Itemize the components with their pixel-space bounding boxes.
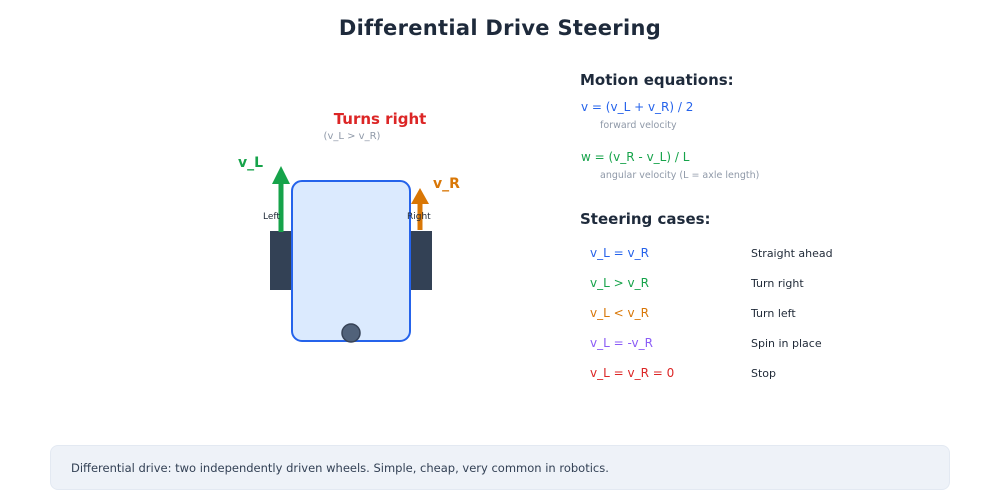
robot-body	[291, 180, 411, 342]
equation-note: angular velocity (L = axle length)	[600, 170, 760, 181]
right-velocity-label: v_R	[433, 176, 460, 192]
steering-case-result: Straight ahead	[751, 247, 833, 260]
diagram-caption-sub: (v_L > v_R)	[323, 131, 381, 142]
steering-case-result: Spin in place	[751, 337, 822, 350]
steering-case-condition: v_L < v_R	[590, 306, 649, 320]
footer-note-text: Differential drive: two independently dr…	[71, 460, 609, 475]
steering-case-condition: v_L > v_R	[590, 276, 649, 290]
robot-diagram	[270, 166, 432, 343]
steering-case-condition: v_L = v_R	[590, 246, 649, 260]
right-wheel-label: Right	[407, 212, 431, 222]
right-velocity-arrow	[411, 188, 429, 230]
steering-case-condition: v_L = v_R = 0	[590, 366, 675, 380]
steering-case-result: Stop	[751, 367, 777, 380]
page-title: Differential Drive Steering	[338, 16, 662, 40]
left-wheel-label: Left	[263, 212, 280, 222]
equation-forward-velocity: v = (v_L + v_R) / 2	[581, 100, 694, 114]
left-velocity-label: v_L	[238, 155, 264, 171]
equation-note: forward velocity	[600, 120, 677, 131]
left-wheel	[270, 231, 292, 290]
steering-case-result: Turn left	[751, 307, 796, 320]
equation-angular-velocity: w = (v_R - v_L) / L	[581, 150, 690, 164]
footer-note: Differential drive: two independently dr…	[50, 445, 950, 490]
diagram-caption: Turns right	[333, 110, 427, 128]
motion-equations-heading: Motion equations:	[580, 71, 734, 89]
steering-cases-heading: Steering cases:	[580, 210, 711, 228]
left-velocity-arrow	[272, 166, 290, 232]
steering-case-result: Turn right	[751, 277, 804, 290]
steering-case-condition: v_L = -v_R	[590, 336, 653, 350]
right-wheel	[410, 231, 432, 290]
caster-wheel	[341, 323, 361, 343]
